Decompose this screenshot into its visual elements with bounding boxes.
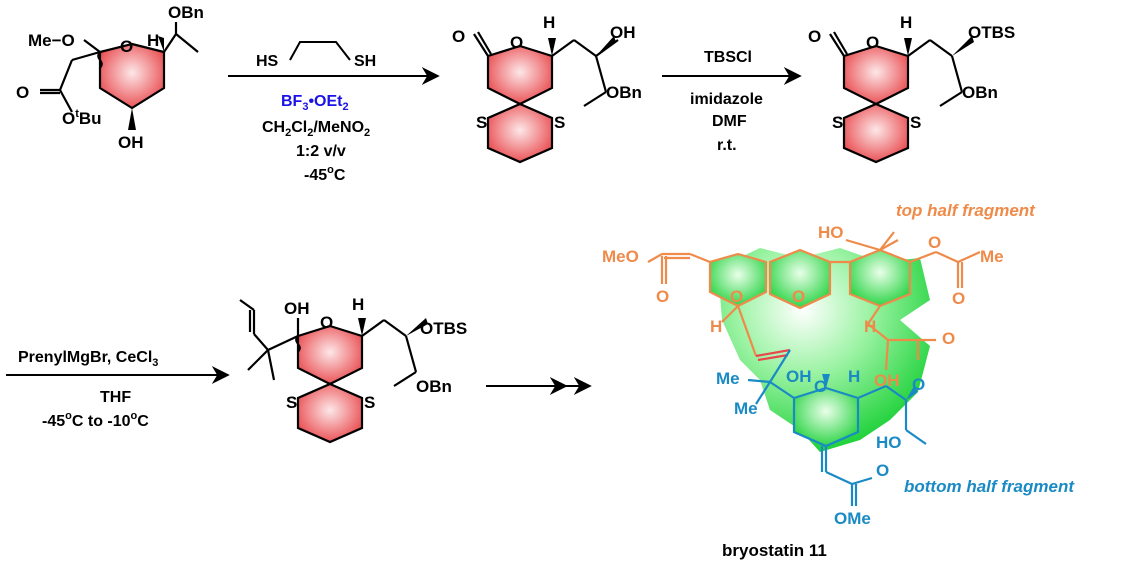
lactone-ring-2: [486, 44, 554, 106]
pyran-ring-4: [296, 324, 364, 386]
solvent-label: CH2Cl2/MeNO2: [262, 119, 370, 139]
b-acetate-co-label: O: [952, 289, 965, 308]
c4-oh-label: OH: [284, 299, 310, 318]
c2-carbonyl-o-label: O: [452, 27, 465, 46]
b-ho-label: HO: [818, 223, 844, 242]
tbscl-reagent: TBSCl: [704, 49, 752, 66]
c2-oh-label: OH: [610, 23, 636, 42]
c1-ring-o-label: O: [120, 37, 133, 56]
b-ring-o1-label: O: [730, 287, 743, 306]
temperature-label-1: -45oC: [304, 164, 346, 184]
c4-s1-label: S: [286, 393, 297, 412]
dithiane-ring-2: [486, 102, 554, 164]
compound-4: [239, 299, 428, 444]
c1-carbonyl-o-label: O: [16, 83, 29, 102]
b-lactone-o-label: O: [912, 375, 925, 394]
b-lactone-co-label: O: [942, 329, 955, 348]
c2-s2-label: S: [554, 113, 565, 132]
c3-otbs-label: OTBS: [968, 23, 1015, 42]
thf-label: THF: [100, 389, 131, 406]
b-me1-label: Me: [716, 369, 740, 388]
reaction-arrow-1: [228, 41, 440, 85]
lewis-acid-reagent: BF3•OEt2: [281, 93, 349, 113]
b-meo-label: MeO: [602, 247, 639, 266]
dithiane-ring-3: [842, 102, 910, 164]
b-h-right-label: H: [864, 317, 876, 336]
c4-h-label: H: [352, 295, 364, 314]
ratio-label: 1:2 v/v: [296, 143, 346, 160]
b-oh-bottom-label: OH: [786, 367, 812, 386]
c3-h-label: H: [900, 13, 912, 32]
c3-obn-label: OBn: [962, 83, 998, 102]
b-acetate-me-label: Me: [980, 247, 1004, 266]
c2-ring-o-label: O: [510, 33, 523, 52]
c4-s2-label: S: [364, 393, 375, 412]
b-acetate-o-label: O: [928, 233, 941, 252]
propanedithiol-hs: HS: [256, 53, 279, 70]
ring-c: [848, 248, 912, 308]
b-ring-o2-label: O: [792, 287, 805, 306]
dmf-label: DMF: [712, 113, 747, 130]
b-h-bottom-label: H: [848, 367, 860, 386]
compound-2: [473, 31, 619, 164]
c3-ring-o-label: O: [866, 33, 879, 52]
imidazole-label: imidazole: [690, 91, 763, 108]
compound-name-bryostatin-11: bryostatin 11: [722, 541, 827, 560]
b-ester-top-o-label: O: [656, 287, 669, 306]
dithiane-ring-4: [296, 382, 364, 444]
rt-label: r.t.: [717, 137, 737, 154]
c1-oh-label: OH: [118, 133, 144, 152]
c1-h-label: H: [147, 31, 159, 50]
c2-obn-label: OBn: [606, 83, 642, 102]
b-me2-label: Me: [734, 399, 758, 418]
c3-s2-label: S: [910, 113, 921, 132]
lactone-ring-3: [842, 44, 910, 106]
top-half-fragment-label: top half fragment: [896, 201, 1036, 220]
c3-s1-label: S: [832, 113, 843, 132]
c1-ester-o-label: OtBu: [62, 108, 102, 128]
propanedithiol-sh: SH: [354, 53, 376, 70]
b-ho-side-label: HO: [876, 433, 902, 452]
b-ome-label: OMe: [834, 509, 871, 528]
prenyl-grignard-reagent: PrenylMgBr, CeCl3: [18, 349, 158, 369]
c4-otbs-label: OTBS: [420, 319, 467, 338]
c2-h-label: H: [543, 13, 555, 32]
c2-s1-label: S: [476, 113, 487, 132]
b-ring-o3-label: O: [814, 377, 827, 396]
temperature-label-3: -45oC to -10oC: [42, 410, 149, 430]
c3-carbonyl-o-label: O: [808, 27, 821, 46]
bottom-half-fragment-label: bottom half fragment: [904, 477, 1075, 496]
c1-obn-label: OBn: [168, 3, 204, 22]
c4-ring-o-label: O: [320, 313, 333, 332]
ring-d: [792, 386, 860, 448]
b-ester-bottom-o-label: O: [876, 461, 889, 480]
b-h-left-label: H: [710, 317, 722, 336]
c4-obn-label: OBn: [416, 377, 452, 396]
compound-1: [40, 22, 199, 130]
bryostatin-structure: [647, 231, 981, 506]
b-oh-center-label: OH: [874, 371, 900, 390]
compound-3: [829, 31, 974, 164]
c1-meo-label: Me−O: [28, 31, 75, 50]
